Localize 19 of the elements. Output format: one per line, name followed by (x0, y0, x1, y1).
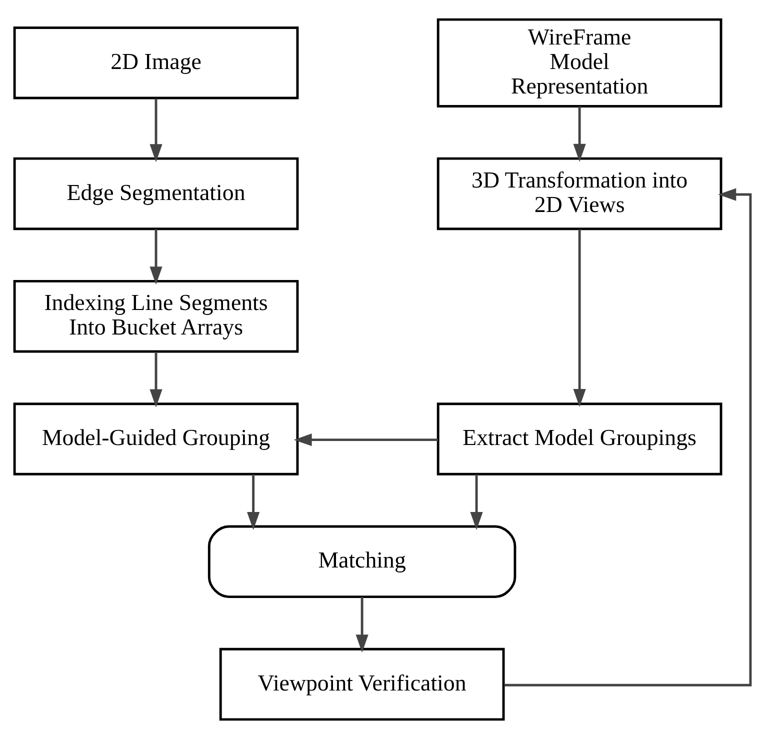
node-box: 3D Transformation into 2D Views (436, 156, 722, 230)
arrow (470, 474, 483, 530)
node-box: Matching (208, 524, 516, 598)
arrow (573, 228, 586, 406)
arrow (150, 98, 162, 162)
arrow (247, 474, 260, 530)
node-box: Viewpoint Verification (219, 647, 505, 720)
arrow (150, 228, 162, 284)
arrow (573, 106, 586, 162)
arrow (294, 433, 438, 446)
arrow (150, 351, 162, 407)
node-box: WireFrame Model Representation (436, 18, 722, 107)
node-box: Model-Guided Grouping (13, 402, 299, 475)
node-box: Extract Model Groupings (436, 402, 722, 475)
arrow (504, 188, 752, 686)
arrow (356, 596, 368, 652)
node-box: Indexing Line Segments Into Bucket Arrays (13, 279, 299, 352)
node-box: 2D Image (13, 26, 299, 99)
node-box: Edge Segmentation (13, 156, 299, 230)
